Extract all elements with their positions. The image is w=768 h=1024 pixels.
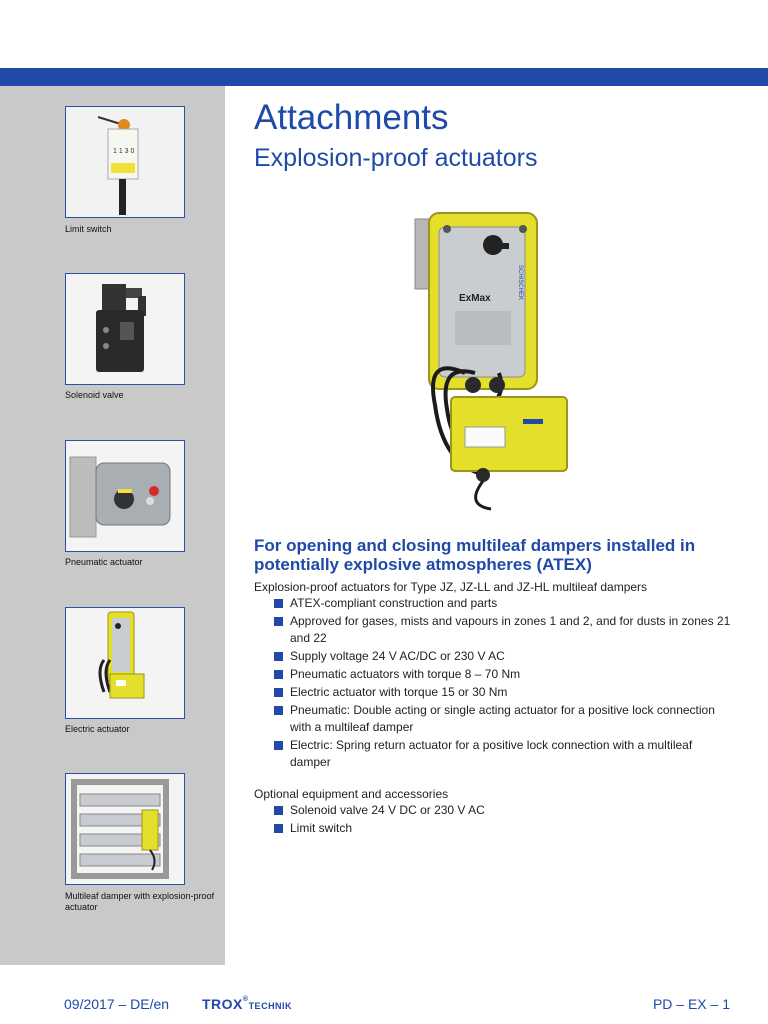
svg-text:1 1 3 0: 1 1 3 0	[113, 148, 135, 155]
list-item: Supply voltage 24 V AC/DC or 230 V AC	[274, 648, 734, 665]
pneumatic-actuator-image	[65, 440, 185, 552]
side-label: SCHISCHEK	[517, 265, 523, 300]
electric-actuator-image	[65, 607, 185, 719]
solenoid-valve-caption: Solenoid valve	[65, 390, 124, 400]
list-item: Approved for gases, mists and vapours in…	[274, 613, 734, 647]
brand-label: ExMax	[459, 293, 491, 304]
list-item: Electric: Spring return actuator for a p…	[274, 737, 734, 771]
bullet-icon	[274, 741, 283, 750]
optional-list: Solenoid valve 24 V DC or 230 V AC Limit…	[274, 802, 734, 838]
page-title: Attachments	[254, 98, 449, 137]
trox-logo: TROX®TECHNIK	[202, 996, 293, 1012]
bullet-icon	[274, 706, 283, 715]
top-bar	[0, 68, 768, 86]
list-item: Limit switch	[274, 820, 734, 837]
page-number: PD – EX – 1	[652, 996, 730, 1012]
list-item: ATEX-compliant construction and parts	[274, 595, 734, 612]
optional-heading: Optional equipment and accessories	[254, 787, 449, 801]
list-item: Solenoid valve 24 V DC or 230 V AC	[274, 802, 734, 819]
bullet-icon	[274, 617, 283, 626]
bullet-icon	[274, 806, 283, 815]
footer-date: 09/2017 – DE/en	[64, 996, 170, 1012]
bullet-icon	[274, 652, 283, 661]
pneumatic-actuator-caption: Pneumatic actuator	[65, 557, 143, 567]
limit-switch-caption: Limit switch	[65, 224, 112, 234]
page-subtitle: Explosion-proof actuators	[254, 144, 538, 172]
electric-actuator-caption: Electric actuator	[65, 724, 130, 734]
bullet-icon	[274, 688, 283, 697]
intro-text: Explosion-proof actuators for Type JZ, J…	[254, 580, 648, 594]
solenoid-valve-image	[65, 273, 185, 385]
multileaf-damper-image	[65, 773, 185, 885]
list-item: Pneumatic actuators with torque 8 – 70 N…	[274, 666, 734, 683]
bullet-icon	[274, 824, 283, 833]
list-item: Pneumatic: Double acting or single actin…	[274, 702, 734, 736]
feature-list: ATEX-compliant construction and parts Ap…	[274, 595, 734, 772]
bullet-icon	[274, 670, 283, 679]
limit-switch-image: 1 1 3 0	[65, 106, 185, 218]
section-heading: For opening and closing multileaf damper…	[254, 536, 696, 574]
list-item: Electric actuator with torque 15 or 30 N…	[274, 684, 734, 701]
multileaf-damper-caption: Multileaf damper with explosion-proof ac…	[65, 891, 215, 912]
bullet-icon	[274, 599, 283, 608]
explosion-proof-actuator-image: ExMax SCHISCHEK	[395, 205, 595, 525]
